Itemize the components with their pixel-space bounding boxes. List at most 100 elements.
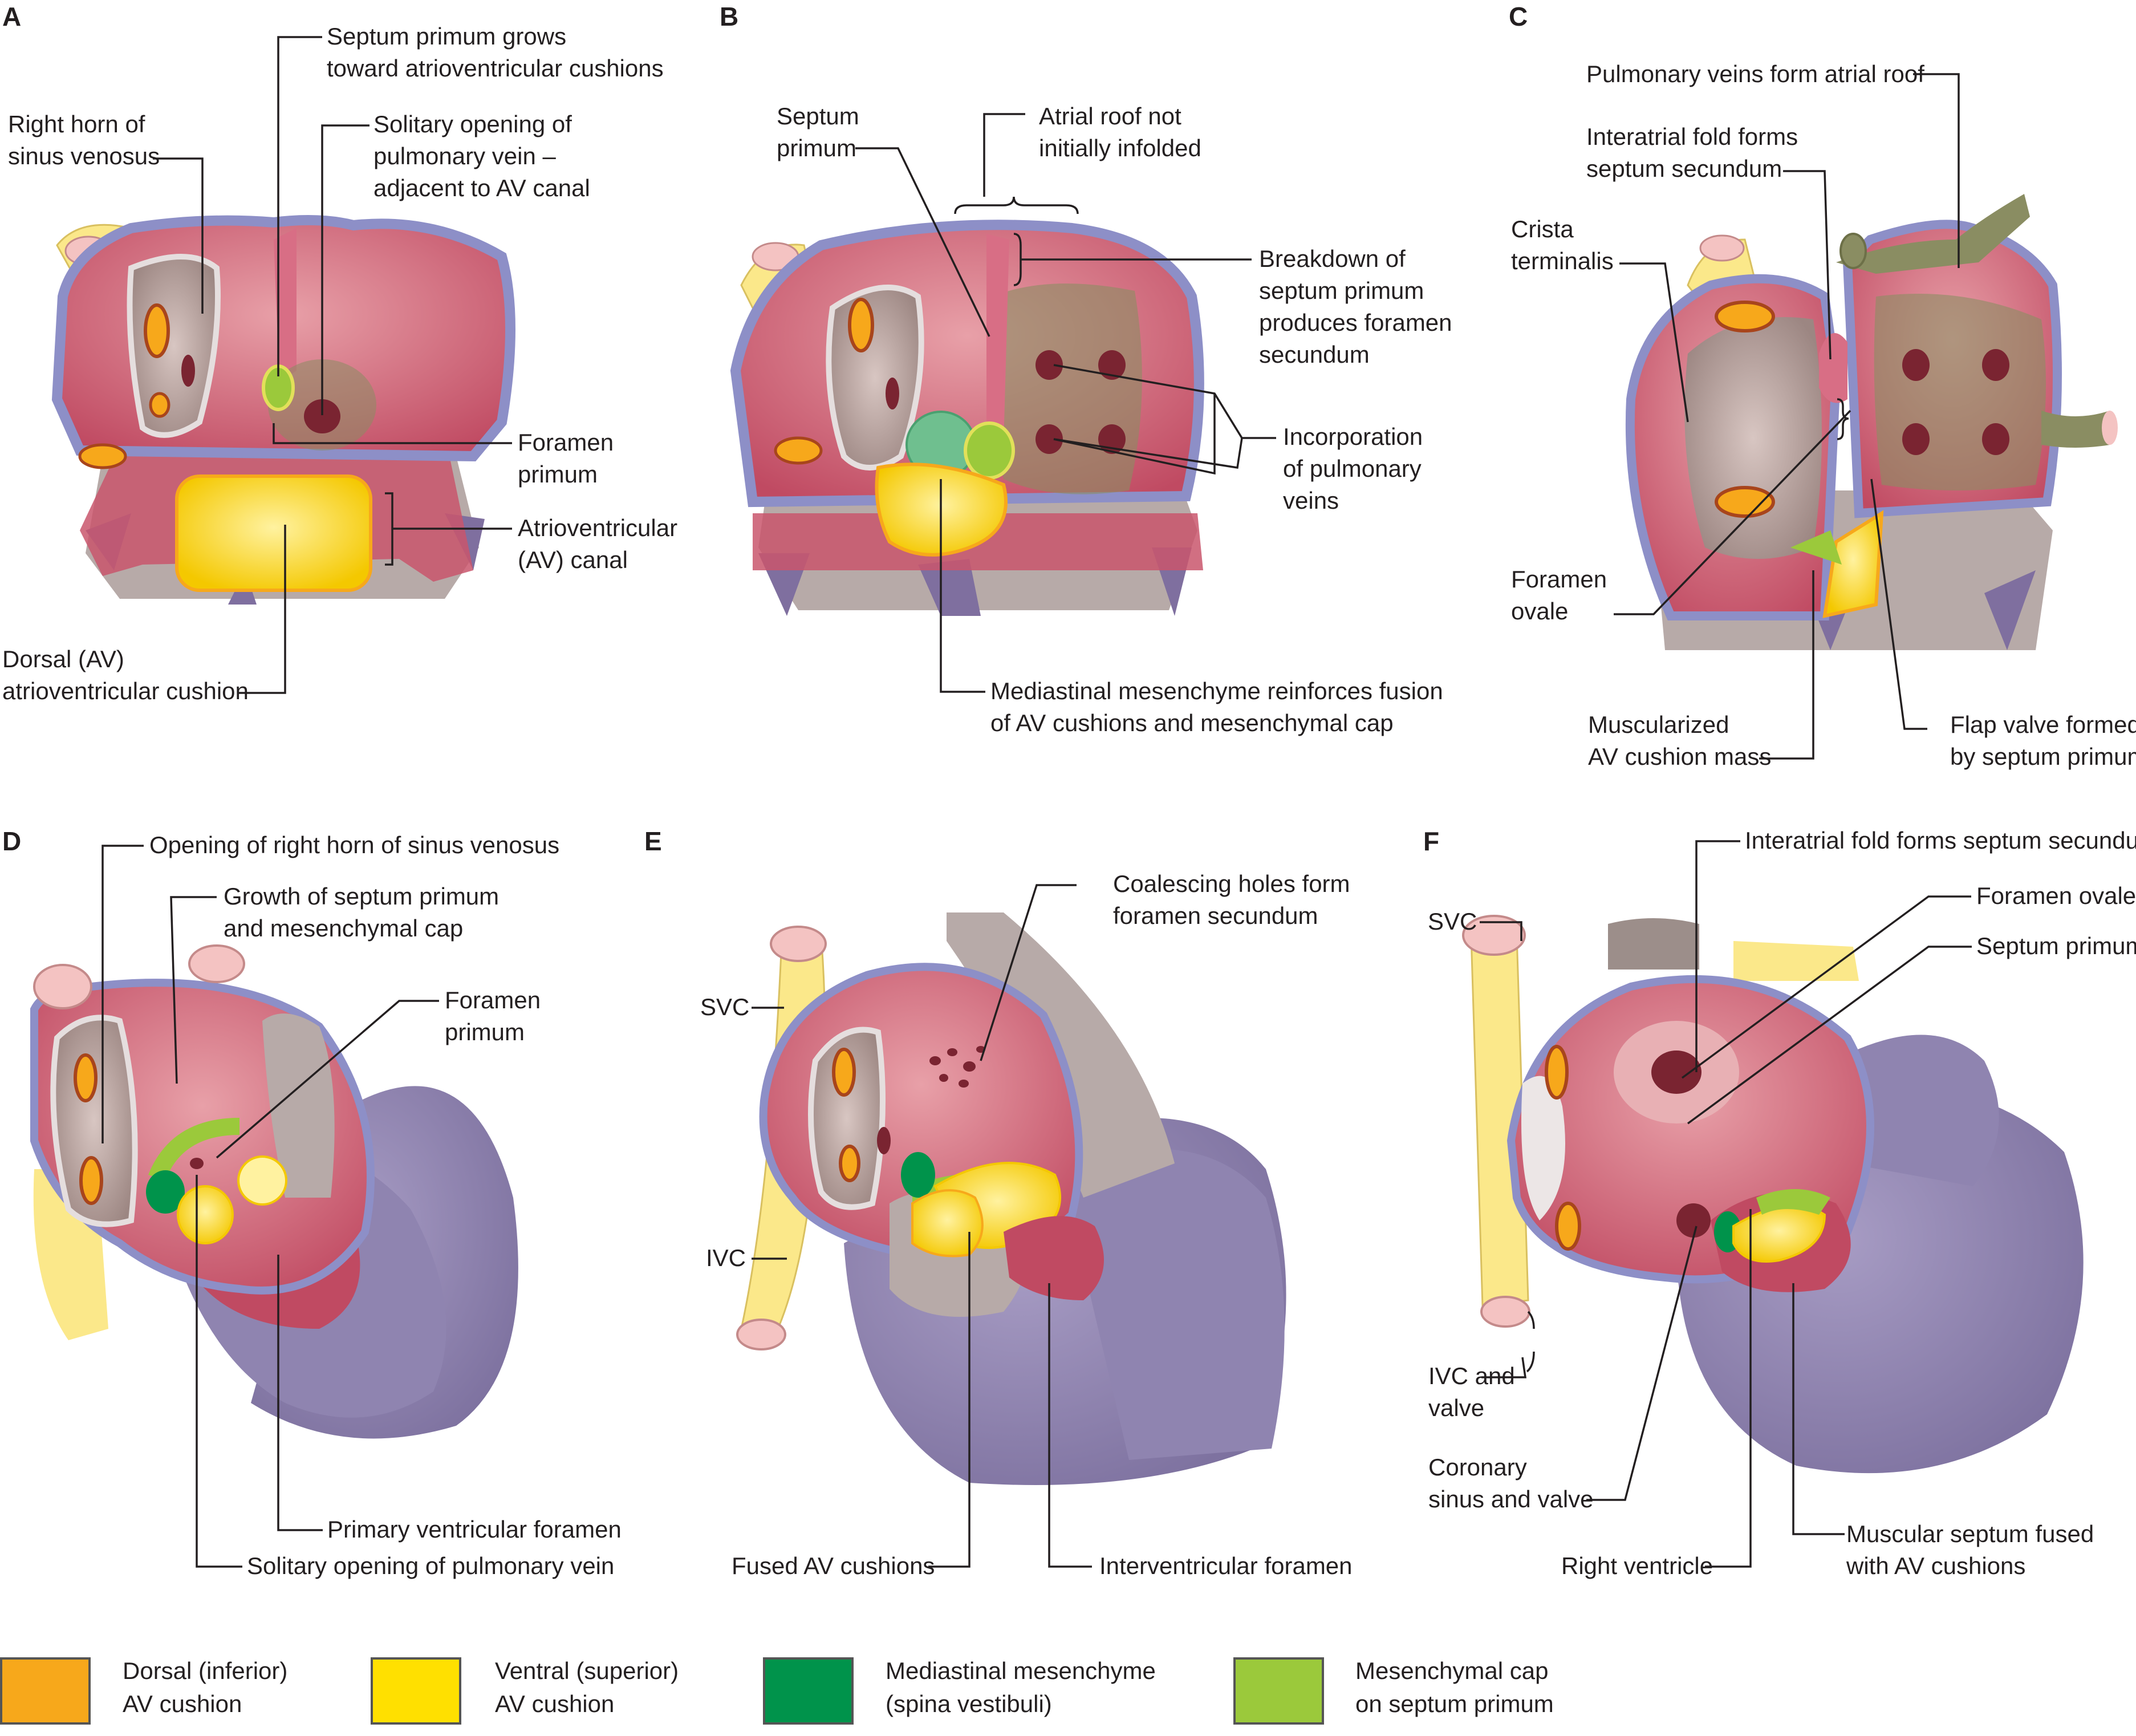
panel-letter-b: B [720, 2, 739, 31]
label-line: ovale [1511, 598, 1569, 624]
panel-letter-c: C [1509, 2, 1528, 31]
panel-letter-e: E [644, 826, 662, 856]
label-line: Septum [777, 103, 859, 129]
label-pulmonary-veins-atrial-roof: Pulmonary veins form atrial roof [1586, 58, 1924, 90]
label-line: Solitary opening of pulmonary vein [247, 1552, 615, 1579]
label-ivc-valve: IVC and valve [1428, 1360, 1515, 1424]
label-line: septum secundum [1586, 155, 1782, 182]
swatch-dorsal [0, 1657, 91, 1725]
label-muscularized-av-cushion: Muscularized AV cushion mass [1588, 709, 1771, 773]
label-line: Interatrial fold forms septum secundum [1745, 827, 2136, 854]
label-foramen-ovale: Foramen ovale [1511, 563, 1607, 627]
label-line: Coronary [1428, 1454, 1527, 1481]
label-growth-septum-primum: Growth of septum primum and mesenchymal … [224, 881, 499, 944]
label-breakdown-septum-primum: Breakdown of septum primum produces fora… [1259, 243, 1452, 371]
label-coalescing-holes: Coalescing holes form foramen secundum [1113, 868, 1350, 932]
label-line: Foramen [1511, 566, 1607, 593]
label-line: Septum primum grows [327, 23, 567, 50]
panel-e-illustration [736, 912, 1286, 1485]
label-line: Interventricular foramen [1099, 1552, 1353, 1579]
label-incorporation-pulmonary-veins: Incorporation of pulmonary veins [1283, 421, 1423, 517]
label-primary-ventricular-foramen: Primary ventricular foramen [327, 1514, 622, 1546]
label-line: secundum [1259, 341, 1370, 368]
label-line: IVC [706, 1244, 746, 1271]
label-line: by septum primum [1950, 743, 2136, 770]
label-mediastinal-mesenchyme: Mediastinal mesenchyme reinforces fusion… [990, 675, 1443, 739]
label-foramen-primum-d: Foramen primum [445, 984, 541, 1048]
label-line: Coalescing holes form [1113, 870, 1350, 897]
label-solitary-opening-pulmonary-vein: Solitary opening of pulmonary vein – adj… [373, 108, 590, 204]
swatch-ventral [371, 1657, 461, 1725]
label-line: Right horn of [8, 111, 145, 137]
label-line: primum [518, 461, 598, 488]
panel-letter-d: D [2, 826, 22, 856]
label-line: atrioventricular cushion [2, 678, 249, 704]
label-line: with AV cushions [1846, 1552, 2026, 1579]
legend-line: Mediastinal mesenchyme [886, 1657, 1156, 1684]
label-line: of AV cushions and mesenchymal cap [990, 709, 1394, 736]
label-line: (AV) canal [518, 546, 628, 573]
label-ivc-e: IVC [706, 1242, 746, 1274]
panel-letter-a: A [2, 2, 22, 31]
label-line: primum [445, 1019, 525, 1045]
legend-item-mesenchymal-cap: Mesenchymal cap on septum primum [1355, 1654, 1554, 1721]
label-line: Breakdown of [1259, 245, 1406, 272]
label-line: septum primum [1259, 277, 1424, 304]
panel-d-illustration [30, 944, 518, 1439]
label-line: adjacent to AV canal [373, 175, 590, 201]
leader-lines [101, 36, 1972, 1568]
label-crista-terminalis: Crista terminalis [1511, 213, 1614, 277]
label-right-ventricle: Right ventricle [1561, 1550, 1713, 1582]
legend-line: Mesenchymal cap [1355, 1657, 1549, 1684]
label-line: Primary ventricular foramen [327, 1516, 622, 1543]
swatch-mesenchymal-cap [1233, 1657, 1324, 1725]
panel-f-illustration [1462, 915, 2084, 1474]
label-septum-primum-grows: Septum primum grows toward atrioventricu… [327, 21, 664, 84]
label-coronary-sinus: Coronary sinus and valve [1428, 1451, 1594, 1515]
panel-a-illustration [51, 215, 515, 605]
legend-line: (spina vestibuli) [886, 1690, 1052, 1717]
label-solitary-opening-d: Solitary opening of pulmonary vein [247, 1550, 614, 1582]
label-line: terminalis [1511, 248, 1614, 274]
label-line: Mediastinal mesenchyme reinforces fusion [990, 678, 1443, 704]
label-line: pulmonary vein – [373, 143, 556, 169]
label-line: Atrial roof not [1039, 103, 1181, 129]
label-line: Muscular septum fused [1846, 1520, 2094, 1547]
label-line: valve [1428, 1394, 1485, 1421]
label-line: Right ventricle [1561, 1552, 1713, 1579]
label-interatrial-fold: Interatrial fold forms septum secundum [1586, 121, 1798, 185]
legend-line: AV cushion [495, 1690, 615, 1717]
label-line: SVC [700, 993, 750, 1020]
label-line: Dorsal (AV) [2, 646, 124, 672]
label-line: sinus venosus [8, 143, 160, 169]
legend-line: AV cushion [123, 1690, 242, 1717]
label-line: veins [1283, 487, 1339, 514]
label-line: Flap valve formed [1950, 711, 2136, 738]
label-line: Muscularized [1588, 711, 1729, 738]
label-line: foramen secundum [1113, 902, 1318, 929]
label-septum-primum: Septum primum [777, 100, 859, 164]
label-svc-e: SVC [700, 991, 749, 1023]
label-line: Solitary opening of [373, 111, 572, 137]
label-right-horn-sinus-venosus: Right horn of sinus venosus [8, 108, 160, 172]
label-line: and mesenchymal cap [224, 915, 464, 942]
label-line: Atrioventricular [518, 514, 678, 541]
label-septum-primum-f: Septum primum [1976, 930, 2136, 962]
swatch-mediastinal [763, 1657, 854, 1725]
label-svc-f: SVC [1428, 906, 1477, 938]
label-foramen-ovale-f: Foramen ovale [1976, 880, 2136, 912]
label-atrial-roof: Atrial roof not initially infolded [1039, 100, 1201, 164]
label-line: initially infolded [1039, 135, 1201, 161]
legend-line: Ventral (superior) [495, 1657, 679, 1684]
label-interatrial-fold-f: Interatrial fold forms septum secundum [1745, 825, 2136, 857]
label-line: SVC [1428, 908, 1477, 935]
label-line: Foramen ovale [1976, 882, 2136, 909]
label-line: Septum primum [1976, 932, 2136, 959]
legend-line: Dorsal (inferior) [123, 1657, 288, 1684]
label-line: primum [777, 135, 857, 161]
label-line: Interatrial fold forms [1586, 123, 1798, 150]
label-line: toward atrioventricular cushions [327, 55, 664, 82]
label-line: Foramen [445, 987, 541, 1013]
